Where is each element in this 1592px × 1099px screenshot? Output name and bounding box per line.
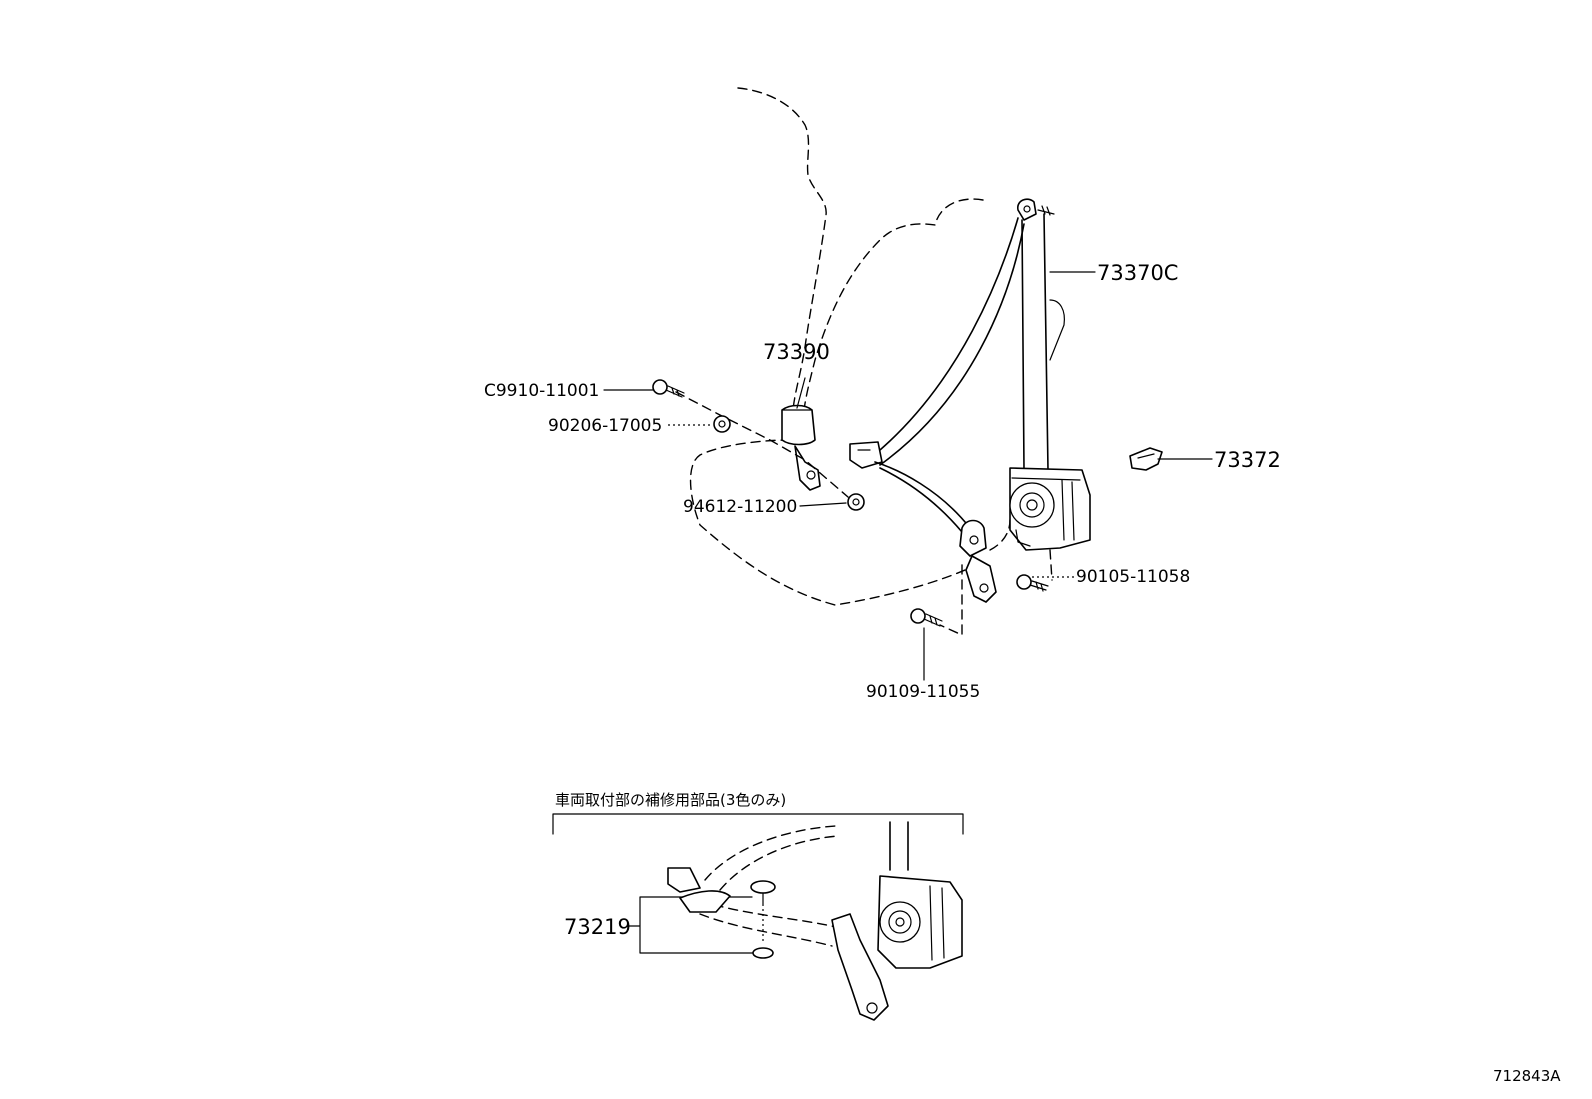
washer-90206-17005 (713, 415, 731, 433)
inset-bracket (552, 813, 964, 835)
label-90206-17005: 90206-17005 (548, 416, 662, 436)
anchor-mounting-line (939, 564, 963, 637)
washer-94612-11200 (847, 493, 865, 511)
bolt-c9910-11001 (652, 379, 685, 398)
label-c9910-11001: C9910-11001 (484, 381, 599, 401)
label-73219: 73219 (564, 915, 631, 939)
inset-repair-parts: 車両取付部の補修用部品(3色のみ) (552, 791, 964, 1021)
cover-73372 (1129, 447, 1163, 471)
bolt-90105-11058 (1016, 574, 1049, 592)
seat-belt-retractor-assembly (849, 198, 1091, 603)
seat-belt-buckle (781, 404, 821, 491)
label-94612-11200: 94612-11200 (683, 497, 797, 517)
label-73390: 73390 (763, 340, 830, 364)
bolt-90109-11055 (910, 608, 943, 627)
label-73370c: 73370C (1097, 261, 1178, 285)
figure-number: 712843A (1493, 1067, 1561, 1085)
label-73372: 73372 (1214, 448, 1281, 472)
inset-caption: 車両取付部の補修用部品(3色のみ) (555, 791, 786, 809)
buckle-attachment-line (675, 391, 849, 498)
label-90105-11058: 90105-11058 (1076, 567, 1190, 587)
leader-lines (603, 271, 1213, 954)
label-90109-11055: 90109-11055 (866, 682, 980, 702)
